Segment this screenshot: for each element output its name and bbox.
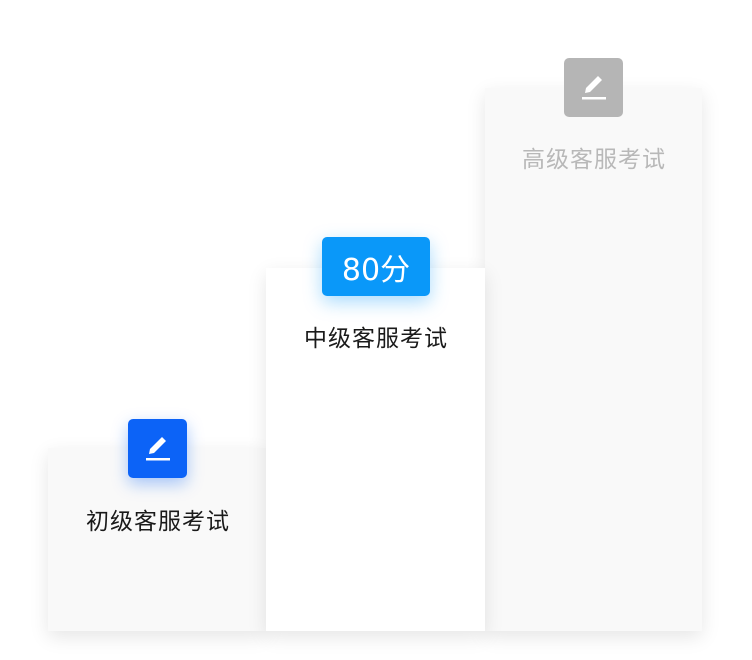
beginner-exam-button[interactable]	[128, 419, 187, 478]
stair-step-advanced	[485, 88, 702, 631]
edit-icon	[145, 436, 170, 460]
edit-icon	[581, 75, 606, 99]
advanced-exam-button[interactable]	[564, 58, 623, 117]
intermediate-exam-label[interactable]: 中级客服考试	[304, 326, 448, 352]
stair-step-intermediate	[266, 268, 485, 631]
stair-step-beginner	[48, 448, 266, 631]
advanced-exam-label[interactable]: 高级客服考试	[522, 147, 666, 173]
beginner-exam-label[interactable]: 初级客服考试	[86, 509, 230, 535]
intermediate-score-badge[interactable]: 80分	[322, 237, 430, 296]
